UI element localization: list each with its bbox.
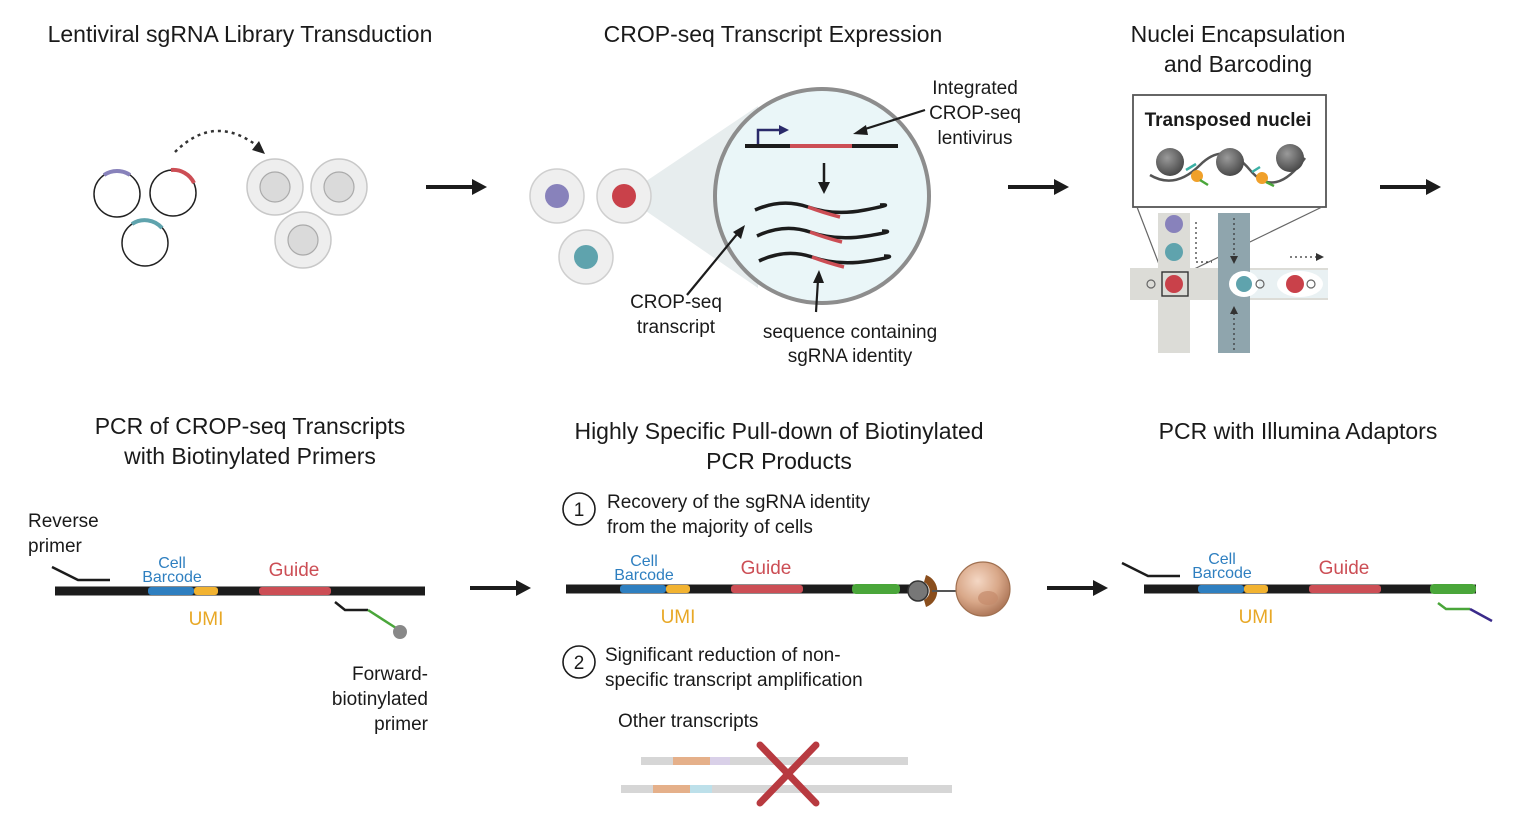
construct-1: Cell Barcode Guide UMI	[55, 555, 425, 630]
transcript-label-line1: CROP-seq	[630, 292, 722, 313]
plasmid-insert-purple	[102, 169, 132, 177]
panel-title-encapsulation-line1: Nuclei Encapsulation	[1131, 21, 1346, 47]
cell-barcode-label-3-line1: Cell	[1208, 551, 1236, 568]
expression-cells	[529, 168, 652, 285]
step1-text-line2: from the majority of cells	[607, 517, 813, 538]
integrated-label-line3: lentivirus	[938, 128, 1013, 149]
step2-number: 2	[574, 653, 585, 674]
flow-arrow-2	[1008, 179, 1069, 195]
forward-biotinylated-primer	[334, 601, 407, 639]
identity-label-line1: sequence containing	[763, 322, 937, 343]
plasmid-insert-teal	[130, 218, 164, 230]
other-transcripts-label: Other transcripts	[618, 711, 758, 732]
integrated-provirus	[745, 125, 898, 148]
panel-title-encapsulation-line2: and Barcoding	[1164, 51, 1312, 77]
cell-barcode-label-2-line2: Barcode	[614, 567, 674, 584]
transcript-label-line2: transcript	[637, 317, 716, 338]
biotin-adapter-segment	[852, 584, 900, 594]
construct-3: Cell Barcode Guide UMI	[1144, 551, 1476, 628]
reverse-primer-label-line2: primer	[28, 536, 83, 557]
guide-segment	[259, 587, 331, 595]
transcription-arrow	[818, 163, 830, 194]
pointer-arrows	[686, 108, 926, 313]
cell-barcode-label-line1: Cell	[158, 555, 186, 572]
zoom-circle	[713, 87, 931, 305]
inset-leader-left	[1136, 206, 1163, 273]
plasmid-group	[93, 167, 197, 267]
panel-title-pcr-biotin-line2: with Biotinylated Primers	[123, 443, 376, 469]
panel-illumina: PCR with Illumina Adaptors Cell Barcode …	[1121, 418, 1493, 628]
flow-arrow-4	[470, 580, 531, 596]
flow-arrow-5	[1047, 580, 1108, 596]
panel-encapsulation: Nuclei Encapsulation and Barcoding Trans…	[1130, 21, 1345, 353]
flow-arrow-1	[426, 179, 487, 195]
transcripts	[754, 201, 892, 269]
panel-expression: CROP-seq Transcript Expression	[529, 21, 1021, 367]
cell-barcode-label-line2: Barcode	[142, 569, 202, 586]
cell-barcode-label-3-line2: Barcode	[1192, 565, 1252, 582]
transposed-nuclei-icon	[1149, 144, 1307, 188]
microfluidic-chip	[1130, 213, 1328, 353]
plasmid-insert-red	[170, 167, 196, 184]
illumina-reverse-primer	[1121, 561, 1180, 578]
umi-label-2: UMI	[661, 607, 696, 628]
transduction-dotted-arrow	[174, 129, 261, 153]
guide-label-3: Guide	[1319, 558, 1370, 579]
panel-title-illumina: PCR with Illumina Adaptors	[1159, 418, 1438, 444]
step2-text-line2: specific transcript amplification	[605, 670, 863, 691]
plasmid-purple	[93, 170, 141, 218]
promoter-arrow-icon	[779, 125, 789, 135]
integrated-label-line2: CROP-seq	[929, 103, 1021, 124]
construct-2: Cell Barcode Guide UMI	[566, 553, 912, 628]
step1-badge	[562, 492, 596, 526]
umi-label: UMI	[189, 609, 224, 630]
streptavidin-bead	[907, 561, 1011, 617]
step2-text-line1: Significant reduction of non-	[605, 645, 841, 666]
cell-barcode-label-2-line1: Cell	[630, 553, 658, 570]
panel-title-expression: CROP-seq Transcript Expression	[604, 21, 943, 47]
panel-pulldown: Highly Specific Pull-down of Biotinylate…	[562, 418, 1011, 807]
inset-label: Transposed nuclei	[1145, 110, 1312, 131]
panel-transduction: Lentiviral sgRNA Library Transduction	[48, 21, 433, 269]
panel-title-pcr-biotin-line1: PCR of CROP-seq Transcripts	[95, 413, 406, 439]
panel-pcr-biotin: PCR of CROP-seq Transcripts with Biotiny…	[28, 413, 429, 735]
flow-arrow-3	[1380, 179, 1441, 195]
umi-label-3: UMI	[1239, 607, 1274, 628]
transduction-arrowhead	[252, 141, 265, 154]
guide-label: Guide	[269, 560, 320, 581]
integrated-label-line1: Integrated	[932, 78, 1018, 99]
reverse-primer	[51, 565, 110, 582]
inset-leader-right	[1187, 206, 1323, 273]
rejection-cross-icon	[756, 741, 820, 807]
panel-title-transduction: Lentiviral sgRNA Library Transduction	[48, 21, 433, 47]
panel-title-pulldown-line2: PCR Products	[706, 448, 852, 474]
identity-label-line2: sgRNA identity	[788, 346, 913, 367]
guide-label-2: Guide	[741, 558, 792, 579]
panel-title-pulldown-line1: Highly Specific Pull-down of Biotinylate…	[574, 418, 983, 444]
step1-number: 1	[574, 500, 585, 521]
forward-primer-label-line3: primer	[374, 714, 429, 735]
step1-text-line1: Recovery of the sgRNA identity	[607, 492, 870, 513]
step2-badge	[562, 645, 596, 679]
cell-barcode-segment	[148, 587, 194, 595]
forward-primer-label-line2: biotinylated	[332, 689, 428, 710]
illumina-forward-primer	[1437, 602, 1493, 623]
forward-primer-label-line1: Forward-	[352, 664, 428, 685]
umi-segment	[194, 587, 218, 595]
target-cells	[246, 158, 368, 269]
reverse-primer-label-line1: Reverse	[28, 511, 99, 532]
